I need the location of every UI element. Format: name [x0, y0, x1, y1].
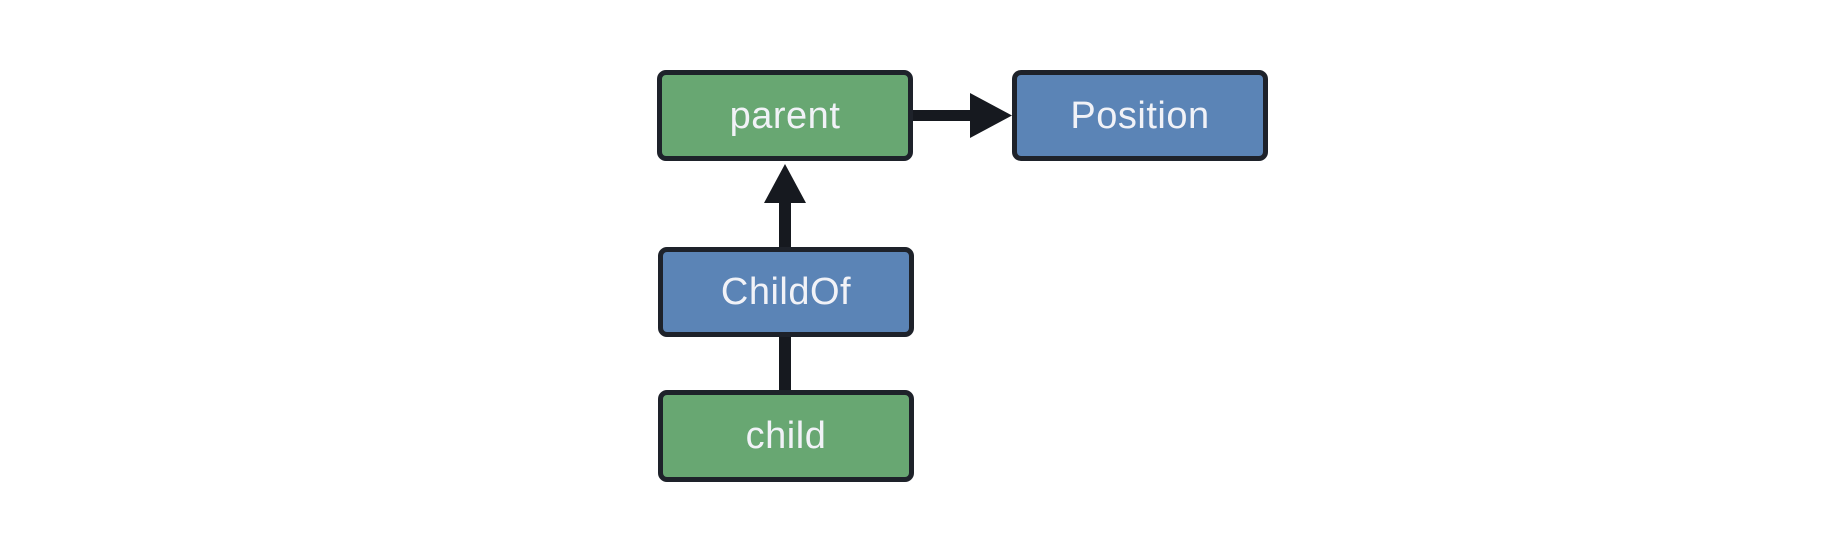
arrow-childof-to-parent [764, 164, 806, 247]
node-childof: ChildOf [658, 247, 914, 337]
node-child: child [658, 390, 914, 482]
node-child-label: child [745, 415, 827, 457]
node-position: Position [1012, 70, 1268, 161]
line-child-to-childof [779, 336, 791, 390]
node-childof-label: ChildOf [720, 271, 852, 313]
node-parent: parent [657, 70, 913, 161]
arrow-parent-to-position [912, 93, 1012, 138]
node-position-label: Position [1070, 94, 1210, 137]
node-parent-label: parent [729, 94, 841, 137]
